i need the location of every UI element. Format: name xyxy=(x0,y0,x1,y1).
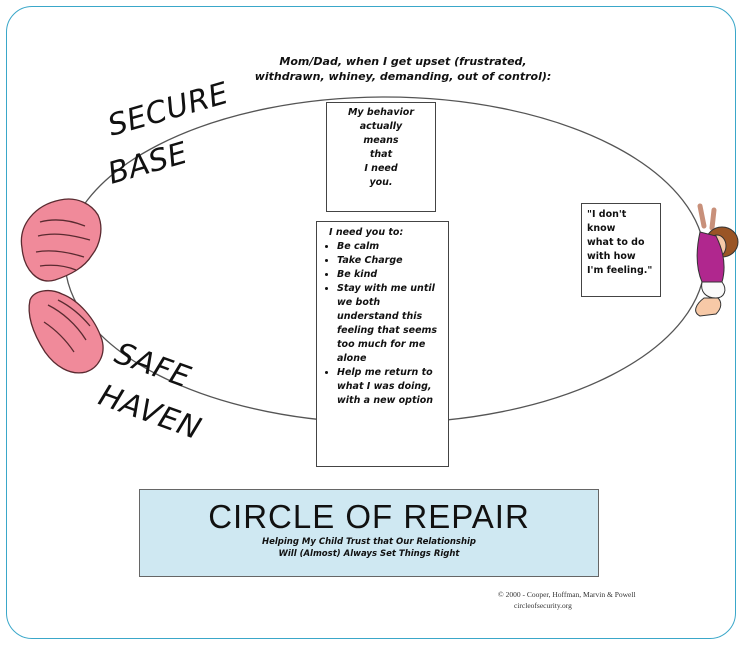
needs-item: Take Charge xyxy=(337,254,442,268)
child-quote-line: with how xyxy=(587,251,636,262)
copyright-note: © 2000 - Cooper, Hoffman, Marvin & Powel… xyxy=(498,589,718,611)
title-banner: CIRCLE OF REPAIR Helping My Child Trust … xyxy=(139,489,599,577)
behavior-line: My behavior xyxy=(347,107,415,118)
needs-item: Stay with me until we both understand th… xyxy=(337,282,442,366)
child-quote-line: what to do xyxy=(587,237,645,248)
needs-heading: I need you to: xyxy=(329,227,404,238)
header-text: Mom/Dad, when I get upset (frustrated, w… xyxy=(238,54,568,84)
child-quote-line: I'm feeling." xyxy=(587,265,653,276)
header-line-2: withdrawn, whiney, demanding, out of con… xyxy=(254,70,552,83)
lower-hand-icon xyxy=(28,289,104,374)
behavior-line: actually xyxy=(359,121,403,132)
child-quote-line: know xyxy=(587,223,616,234)
behavior-line: means xyxy=(363,135,399,146)
copyright-line-2: circleofsecurity.org xyxy=(514,601,572,610)
needs-item: Be kind xyxy=(337,268,442,282)
behavior-box: My behavior actually means that I need y… xyxy=(326,102,436,212)
header-line-1: Mom/Dad, when I get upset (frustrated, xyxy=(279,55,527,68)
title-sub-line-2: Will (Almost) Always Set Things Right xyxy=(278,549,460,559)
title-main: CIRCLE OF REPAIR xyxy=(208,498,530,535)
child-quote-box: "I don't know what to do with how I'm fe… xyxy=(581,203,661,297)
behavior-line: you. xyxy=(369,177,393,188)
title-sub-line-1: Helping My Child Trust that Our Relation… xyxy=(261,537,476,547)
child-quote-line: "I don't xyxy=(587,209,627,220)
needs-item: Be calm xyxy=(337,240,442,254)
needs-list: Be calm Take Charge Be kind Stay with me… xyxy=(323,240,442,408)
copyright-line-1: © 2000 - Cooper, Hoffman, Marvin & Powel… xyxy=(498,590,636,599)
needs-box: I need you to: Be calm Take Charge Be ki… xyxy=(316,221,449,467)
behavior-line: I need xyxy=(364,163,398,174)
child-figure-icon xyxy=(695,203,739,317)
needs-item: Help me return to what I was doing, with… xyxy=(337,366,442,408)
upper-hand-icon xyxy=(20,198,102,282)
behavior-line: that xyxy=(369,149,393,160)
